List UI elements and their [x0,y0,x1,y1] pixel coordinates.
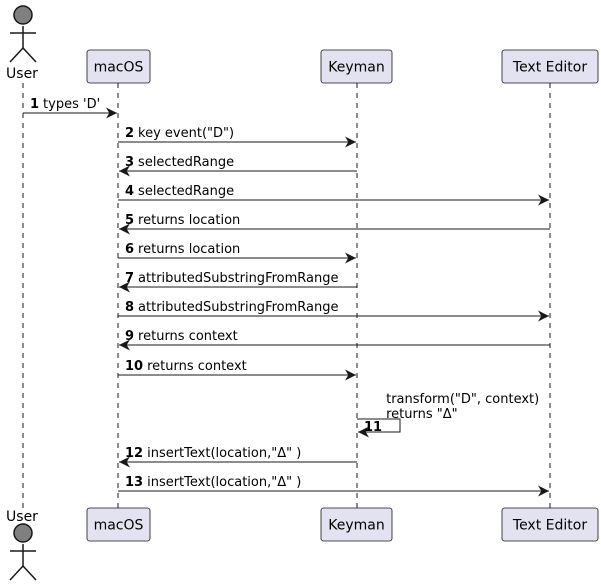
message-5: 5 returns location [119,213,550,235]
message-label: types 'D' [43,97,100,112]
message-number: 9 [125,329,134,344]
message-label: attributedSubstringFromRange [138,271,338,286]
message-label: key event("D") [138,126,234,141]
message-number: 12 [125,446,143,461]
message-11: 11 transform("D", context)returns "Δ" [357,392,539,438]
actor-figure-icon [9,5,37,63]
participant-box [86,49,151,84]
participant-user-top: User [6,5,38,82]
message-13: 13 insertText(location,"Δ" ) [118,475,549,497]
participant-label: macOS [94,518,144,534]
message-label: insertText(location,"Δ" ) [147,446,301,461]
participant-box [501,507,599,542]
participant-keyman-bottom: Keyman [320,507,393,542]
participant-label: Keyman [328,60,384,76]
participant-label: User [6,509,38,525]
message-label: returns context [138,329,238,344]
message-2: 2 key event("D") [118,126,356,148]
message-label: returns location [138,242,240,257]
participant-keyman-top: Keyman [320,49,393,84]
message-label: insertText(location,"Δ" ) [147,475,301,490]
message-label: transform("D", context) [386,392,539,407]
actor-figure-icon [9,523,37,581]
message-number: 13 [125,475,143,490]
message-label: returns "Δ" [386,407,458,422]
message-number: 3 [125,155,134,170]
message-label: returns context [147,359,247,374]
message-3: 3 selectedRange [119,155,357,177]
participant-label: macOS [94,60,144,76]
message-label: returns location [138,213,240,228]
participant-macos-bottom: macOS [86,507,151,542]
message-label: selectedRange [138,155,234,170]
message-number: 2 [125,126,134,141]
message-number: 5 [125,213,134,228]
message-number: 11 [364,420,382,435]
message-number: 1 [30,97,39,112]
message-number: 4 [125,184,134,199]
participant-box [320,507,393,542]
participant-editor-bottom: Text Editor [501,507,599,542]
participant-box [86,507,151,542]
message-number: 10 [125,359,143,374]
message-7: 7 attributedSubstringFromRange [119,271,357,293]
message-number: 7 [125,271,134,286]
message-10: 10 returns context [118,359,356,381]
participant-box [320,49,393,84]
participant-user-bottom: User [6,509,38,581]
message-6: 6 returns location [118,242,356,264]
participant-editor-top: Text Editor [501,49,599,84]
message-1: 1 types 'D' [23,97,117,119]
message-arrow [357,418,401,438]
message-12: 12 insertText(location,"Δ" ) [119,446,357,468]
participant-label: Text Editor [512,60,587,76]
participant-label: Keyman [328,518,384,534]
message-label: selectedRange [138,184,234,199]
message-label: attributedSubstringFromRange [138,300,338,315]
message-4: 4 selectedRange [118,184,549,206]
message-number: 8 [125,300,134,315]
participant-label: Text Editor [512,518,587,534]
participant-label: User [6,66,38,82]
message-9: 9 returns context [119,329,550,351]
participant-box [501,49,599,84]
message-8: 8 attributedSubstringFromRange [118,300,549,322]
participant-macos-top: macOS [86,49,151,84]
message-number: 6 [125,242,134,257]
